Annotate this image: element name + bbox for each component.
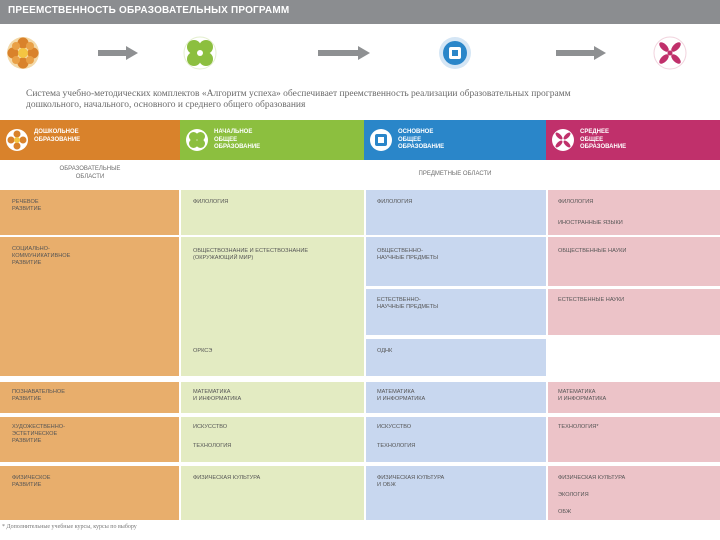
level-label: ОСНОВНОЕ ОБЩЕЕ ОБРАЗОВАНИЕ <box>398 129 445 150</box>
cell-text: ОБЩЕСТВЕННО- НАУЧНЫЕ ПРЕДМЕТЫ <box>377 248 439 261</box>
cell-text: МАТЕМАТИКА И ИНФОРМАТИКА <box>377 389 426 402</box>
preschool-cell: ХУДОЖЕСТВЕННО- ЭСТЕТИЧЕСКОЕ РАЗВИТИЕ <box>0 417 179 462</box>
primary-cell: ОБЩЕСТВОЗНАНИЕ И ЕСТЕСТВОЗНАНИЕ (ОКРУЖАЮ… <box>181 237 364 376</box>
preschool-cell: ФИЗИЧЕСКОЕ РАЗВИТИЕ <box>0 466 179 520</box>
cell-text: ТЕХНОЛОГИЯ* <box>558 424 599 430</box>
cell-text: ОДНК <box>377 348 393 354</box>
cell-text: ФИЛОЛОГИЯ <box>558 199 594 205</box>
green-clover-icon <box>186 129 208 151</box>
intro-text: Система учебно-методических комплектов «… <box>26 89 571 110</box>
basic-cell: ОДНК <box>366 339 546 376</box>
cell-text: ОБЩЕСТВЕННЫЕ НАУКИ <box>558 248 627 254</box>
cell-text: ИСКУССТВО <box>193 424 228 430</box>
secondary-cell: МАТЕМАТИКА И ИНФОРМАТИКА <box>548 382 720 413</box>
cell-text: ФИЛОЛОГИЯ <box>377 199 413 205</box>
cell-text: ТЕХНОЛОГИЯ <box>377 443 416 449</box>
level-label: ДОШКОЛЬНОЕ ОБРАЗОВАНИЕ <box>34 129 81 143</box>
orange-flower-icon <box>6 36 40 70</box>
crimson-x-icon <box>552 129 574 151</box>
cell-text: ЕСТЕСТВЕННО- НАУЧНЫЕ ПРЕДМЕТЫ <box>377 297 439 310</box>
secondary-cell: ТЕХНОЛОГИЯ* <box>548 417 720 462</box>
cell-text: МАТЕМАТИКА И ИНФОРМАТИКА <box>193 389 242 402</box>
cell-text: ЭКОЛОГИЯ <box>558 492 589 498</box>
footnote: * Дополнительные учебные курсы, курсы по… <box>2 524 137 530</box>
level-label: СРЕДНЕЕ ОБЩЕЕ ОБРАЗОВАНИЕ <box>580 129 627 150</box>
primary-cell: МАТЕМАТИКА И ИНФОРМАТИКА <box>181 382 364 413</box>
cell-text: ПОЗНАВАТЕЛЬНОЕ РАЗВИТИЕ <box>12 389 65 402</box>
cell-text: ИНОСТРАННЫЕ ЯЗЫКИ <box>558 220 623 226</box>
cell-text: ФИЛОЛОГИЯ <box>193 199 229 205</box>
primary-cell: ИСКУССТВО ТЕХНОЛОГИЯ <box>181 417 364 462</box>
level-label: НАЧАЛЬНОЕ ОБЩЕЕ ОБРАЗОВАНИЕ <box>214 129 261 150</box>
basic-cell: ЕСТЕСТВЕННО- НАУЧНЫЕ ПРЕДМЕТЫ <box>366 289 546 335</box>
header-basic: ОСНОВНОЕ ОБЩЕЕ ОБРАЗОВАНИЕ <box>364 120 546 160</box>
secondary-cell: ОБЩЕСТВЕННЫЕ НАУКИ <box>548 237 720 286</box>
cell-text: ФИЗИЧЕСКАЯ КУЛЬТУРА <box>558 475 626 481</box>
basic-cell: МАТЕМАТИКА И ИНФОРМАТИКА <box>366 382 546 413</box>
basic-cell: ОБЩЕСТВЕННО- НАУЧНЫЕ ПРЕДМЕТЫ <box>366 237 546 286</box>
subject-areas-heading: ПРЕДМЕТНЫЕ ОБЛАСТИ <box>418 171 492 177</box>
cell-text: ЕСТЕСТВЕННЫЕ НАУКИ <box>558 297 625 303</box>
arrow-icon <box>318 46 370 60</box>
cell-text: ХУДОЖЕСТВЕННО- ЭСТЕТИЧЕСКОЕ РАЗВИТИЕ <box>12 424 65 444</box>
cell-text: ФИЗИЧЕСКОЕ РАЗВИТИЕ <box>12 475 51 488</box>
educational-areas-heading: ОБРАЗОВАТЕЛЬНЫЕ ОБЛАСТИ <box>59 166 121 180</box>
cell-text: ОБЖ <box>558 509 572 515</box>
orange-flower-icon <box>6 129 28 151</box>
primary-cell: ФИЗИЧЕСКАЯ КУЛЬТУРА <box>181 466 364 520</box>
preschool-cell: СОЦИАЛЬНО- КОММУНИКАТИВНОЕ РАЗВИТИЕ <box>0 237 179 376</box>
cell-text: МАТЕМАТИКА И ИНФОРМАТИКА <box>558 389 607 402</box>
cell-text: ОБЩЕСТВОЗНАНИЕ И ЕСТЕСТВОЗНАНИЕ (ОКРУЖАЮ… <box>193 248 309 261</box>
crimson-x-icon <box>653 36 687 70</box>
secondary-cell: ФИЗИЧЕСКАЯ КУЛЬТУРА ЭКОЛОГИЯ ОБЖ <box>548 466 720 520</box>
secondary-cell: ФИЛОЛОГИЯ ИНОСТРАННЫЕ ЯЗЫКИ <box>548 190 720 235</box>
page-title: ПРЕЕМСТВЕННОСТЬ ОБРАЗОВАТЕЛЬНЫХ ПРОГРАММ <box>8 5 290 16</box>
header-primary: НАЧАЛЬНОЕ ОБЩЕЕ ОБРАЗОВАНИЕ <box>180 120 364 160</box>
preschool-cell: РЕЧЕВОЕ РАЗВИТИЕ <box>0 190 179 235</box>
primary-cell: ФИЛОЛОГИЯ <box>181 190 364 235</box>
basic-cell: ИСКУССТВО ТЕХНОЛОГИЯ <box>366 417 546 462</box>
cell-text: ТЕХНОЛОГИЯ <box>193 443 232 449</box>
arrow-icon <box>556 46 606 60</box>
cell-text: ФИЗИЧЕСКАЯ КУЛЬТУРА И ОБЖ <box>377 475 445 488</box>
basic-cell: ФИЛОЛОГИЯ <box>366 190 546 235</box>
header-secondary: СРЕДНЕЕ ОБЩЕЕ ОБРАЗОВАНИЕ <box>546 120 720 160</box>
header-preschool: ДОШКОЛЬНОЕ ОБРАЗОВАНИЕ <box>0 120 180 160</box>
cell-text: СОЦИАЛЬНО- КОММУНИКАТИВНОЕ РАЗВИТИЕ <box>12 246 71 266</box>
basic-cell: ФИЗИЧЕСКАЯ КУЛЬТУРА И ОБЖ <box>366 466 546 520</box>
secondary-cell: ЕСТЕСТВЕННЫЕ НАУКИ <box>548 289 720 335</box>
green-clover-icon <box>183 36 217 70</box>
cell-text: ИСКУССТВО <box>377 424 412 430</box>
cell-text: ОРКСЭ <box>193 348 213 354</box>
blue-square-icon <box>438 36 472 70</box>
cell-text: РЕЧЕВОЕ РАЗВИТИЕ <box>12 199 42 212</box>
blue-square-icon <box>370 129 392 151</box>
cell-text: ФИЗИЧЕСКАЯ КУЛЬТУРА <box>193 475 261 481</box>
title-bar <box>0 0 720 24</box>
preschool-cell: ПОЗНАВАТЕЛЬНОЕ РАЗВИТИЕ <box>0 382 179 413</box>
arrow-icon <box>98 46 138 60</box>
